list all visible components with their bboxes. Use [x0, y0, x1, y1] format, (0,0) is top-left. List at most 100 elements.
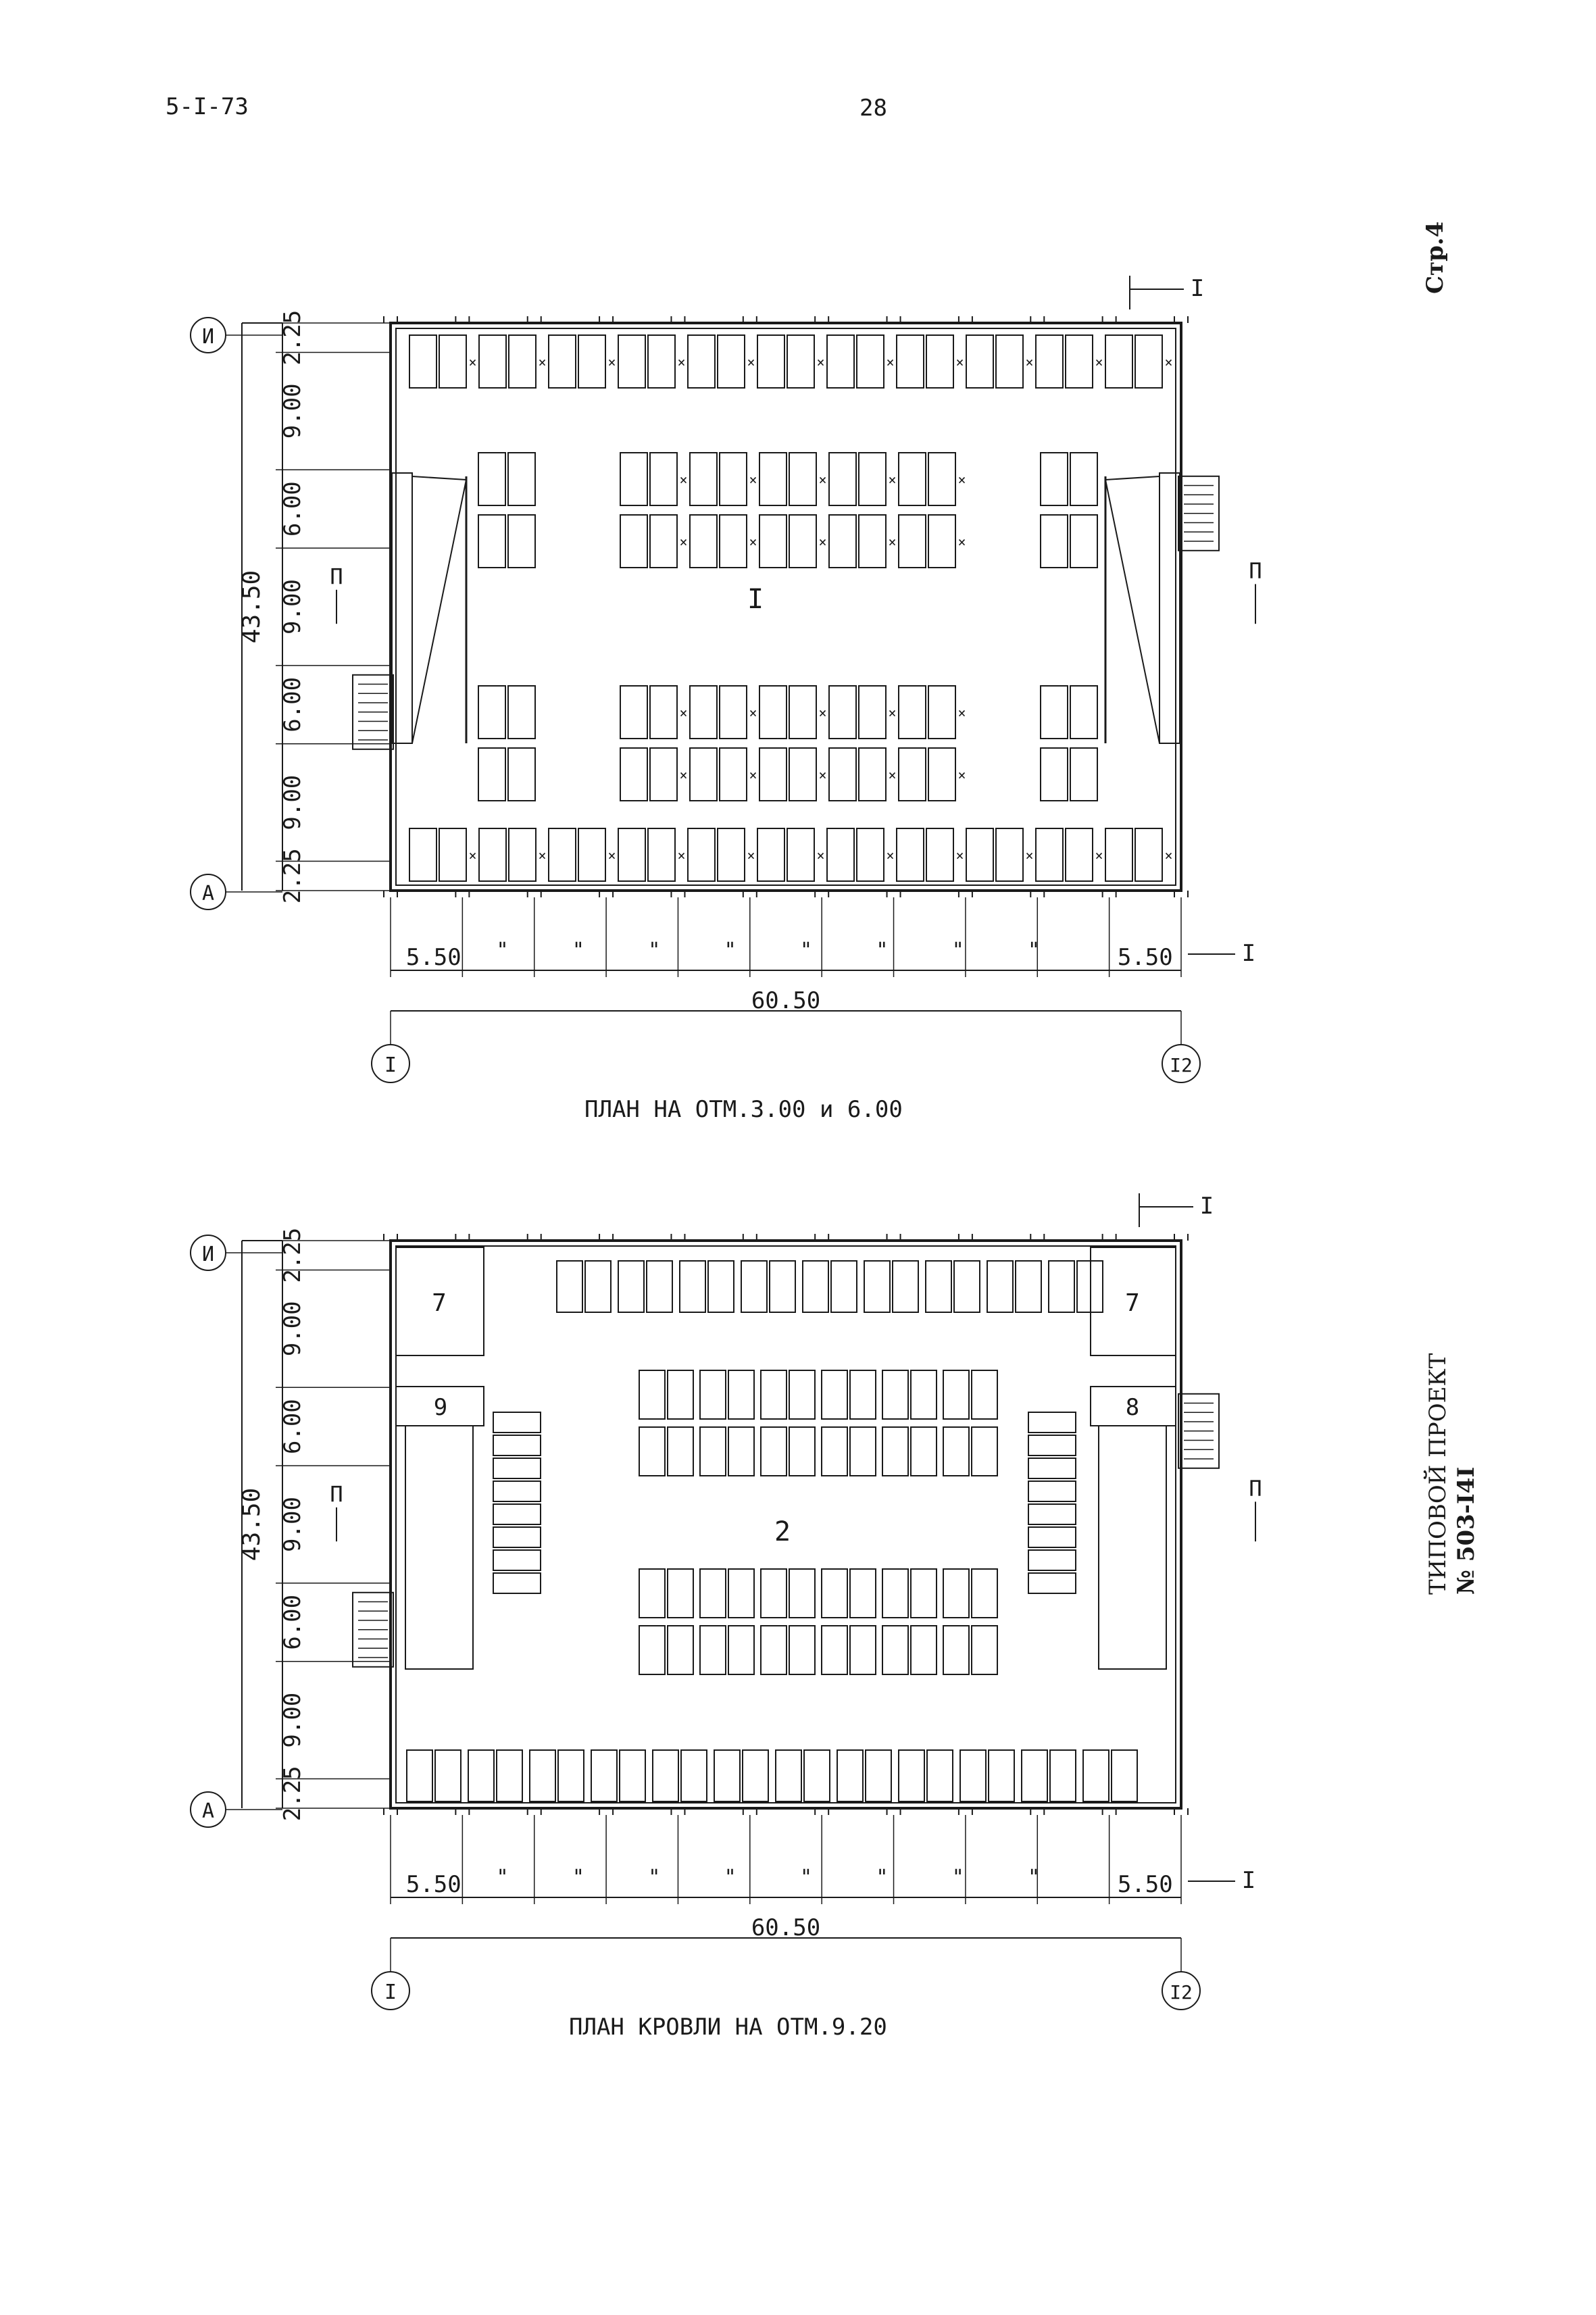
plan1-center-block-cell: [828, 685, 857, 739]
plan2-right-stack-cell: [1028, 1572, 1076, 1594]
plan2-center-block-cell: [943, 1426, 970, 1476]
plan1-left-block-cell: [507, 452, 536, 506]
plan2-center-block-cell: [943, 1568, 970, 1618]
plan1-top-row-cell: [1035, 334, 1064, 389]
plan2-top-row-cell: [707, 1260, 734, 1313]
plan2-stair: [1178, 1393, 1220, 1469]
plan1-section-label-left: П: [330, 564, 343, 589]
plan2-room-7-right: [1090, 1247, 1176, 1356]
plan1-top-row-cell-mark: ×: [886, 354, 894, 370]
plan2-center-block-cell: [789, 1568, 816, 1618]
plan1-center-block-cell: [898, 685, 926, 739]
plan2-section-label-top: I: [1200, 1193, 1214, 1220]
plan2-center-block-cell: [667, 1370, 694, 1420]
plan2-bottom-row-cell: [619, 1749, 646, 1802]
plan2-bottom-row-cell: [557, 1749, 584, 1802]
plan1-center-block-cell: [828, 514, 857, 568]
plan1-center-block-cell: [858, 452, 887, 506]
plan1-bottom-row-cell: [717, 828, 745, 882]
plan1-bottom-row-cell: [1035, 828, 1064, 882]
plan2-bottom-row-cell: [714, 1749, 741, 1802]
plan2-center-block-cell: [789, 1625, 816, 1675]
plan1-top-row-cell-mark: ×: [677, 354, 685, 370]
plan2-center-block-cell: [882, 1426, 909, 1476]
plan1-dim-h-label: ": [876, 939, 888, 962]
plan2-center-block-cell: [821, 1568, 848, 1618]
plan1-center-block-cell: [789, 514, 817, 568]
plan1-center-block-cell: [689, 747, 718, 801]
plan2-axis-bottom-label: А: [202, 1799, 214, 1823]
plan1-dim-h-label: ": [572, 939, 584, 962]
plan2-dim-h-total: 60.50: [751, 1914, 820, 1941]
plan1-center-block-cell: [759, 685, 787, 739]
plan1-top-row-cell: [548, 334, 576, 389]
plan1-center-block-cell: [649, 514, 678, 568]
plan2-left-stack-cell: [493, 1572, 541, 1594]
plan1-center-block-cell: [689, 685, 718, 739]
plan1-center-block-cell: [828, 747, 857, 801]
plan2-bottom-row-cell: [529, 1749, 556, 1802]
plan1-dim-v-label: 2.25: [279, 848, 306, 903]
plan2-axis-top-label: И: [202, 1243, 214, 1266]
plan2-center-block-cell: [667, 1568, 694, 1618]
plan2-bottom-row-cell: [434, 1749, 462, 1802]
plan2-section-label-bottom: I: [1242, 1867, 1255, 1894]
plan1-center-block-cell: [789, 452, 817, 506]
plan2-room-8-label: 8: [1126, 1394, 1139, 1421]
plan1-dim-v-label: 9.00: [279, 383, 306, 439]
plan1-center-block-cell-mark: ×: [888, 472, 896, 488]
plan1-center-block-cell-mark: ×: [888, 534, 896, 550]
plan2-top-row-cell: [618, 1260, 645, 1313]
plan1-left-block-cell: [478, 452, 506, 506]
plan1-bottom-row-cell-mark: ×: [747, 847, 755, 864]
plan2-plan: 2.259.006.009.006.009.002.2543.50ИА5.50"…: [190, 1193, 1262, 2010]
plan2-top-row-cell: [646, 1260, 673, 1313]
plan1-center-block-cell: [858, 685, 887, 739]
plan2-left-stack-cell: [493, 1480, 541, 1502]
plan2-left-stack-cell: [493, 1435, 541, 1456]
plan1-center-block-cell: [620, 514, 648, 568]
plan1-left-ramp: [412, 476, 467, 480]
plan1-section-label-bottom: I: [1242, 940, 1255, 967]
plan1-bottom-row-cell-mark: ×: [468, 847, 476, 864]
plan1-dim-h-label: ": [648, 939, 660, 962]
plan1-top-row-cell: [647, 334, 676, 389]
plan1-center-block-cell: [759, 514, 787, 568]
plan1-bottom-row-cell: [1134, 828, 1163, 882]
plan1-top-row-cell-mark: ×: [816, 354, 824, 370]
plan1-center-block-cell-mark: ×: [679, 705, 687, 721]
plan2-center-block-cell: [971, 1426, 998, 1476]
plan1-center-block-cell: [649, 452, 678, 506]
plan2-dim-h-label: ": [724, 1866, 737, 1889]
plan2-center-block-cell: [699, 1426, 726, 1476]
plan1-dim-v-label: 2.25: [279, 310, 306, 366]
plan2-section-label-left: П: [330, 1481, 343, 1507]
plan2-right-stack-cell: [1028, 1480, 1076, 1502]
plan2-center-block-cell: [943, 1370, 970, 1420]
plan1-bottom-row-cell: [1105, 828, 1133, 882]
plan1-bottom-row-cell: [926, 828, 954, 882]
plan2-right-stack-cell: [1028, 1435, 1076, 1456]
plan1-center-block-cell-mark: ×: [749, 534, 757, 550]
plan2-center-block-cell: [760, 1625, 787, 1675]
plan2-top-row-cell: [987, 1260, 1014, 1313]
page-number: 28: [859, 95, 887, 122]
plan1-axis-left-label: I: [384, 1053, 397, 1077]
plan1-bottom-row-cell: [826, 828, 855, 882]
plan1-top-row-cell: [995, 334, 1024, 389]
plan2-right-corridor: [1098, 1425, 1167, 1670]
plan1-axis-right-bubble: [1162, 1044, 1201, 1083]
plan1-center-block-cell: [620, 685, 648, 739]
plan2-room-label: 2: [774, 1516, 791, 1547]
plan2-center-block-cell: [910, 1568, 937, 1618]
plan2-center-block-cell: [667, 1625, 694, 1675]
plan2-bottom-row-cell: [1111, 1749, 1138, 1802]
plan1-center-block-cell: [928, 514, 956, 568]
plan1-bottom-row-cell-mark: ×: [538, 847, 546, 864]
plan1-top-row-cell: [578, 334, 606, 389]
plan2-left-stack-cell: [493, 1549, 541, 1571]
plan2-right-stack-cell: [1028, 1412, 1076, 1433]
plan2-bottom-row-cell: [406, 1749, 433, 1802]
plan1-bottom-row-cell: [508, 828, 537, 882]
plan1-top-row-cell: [508, 334, 537, 389]
